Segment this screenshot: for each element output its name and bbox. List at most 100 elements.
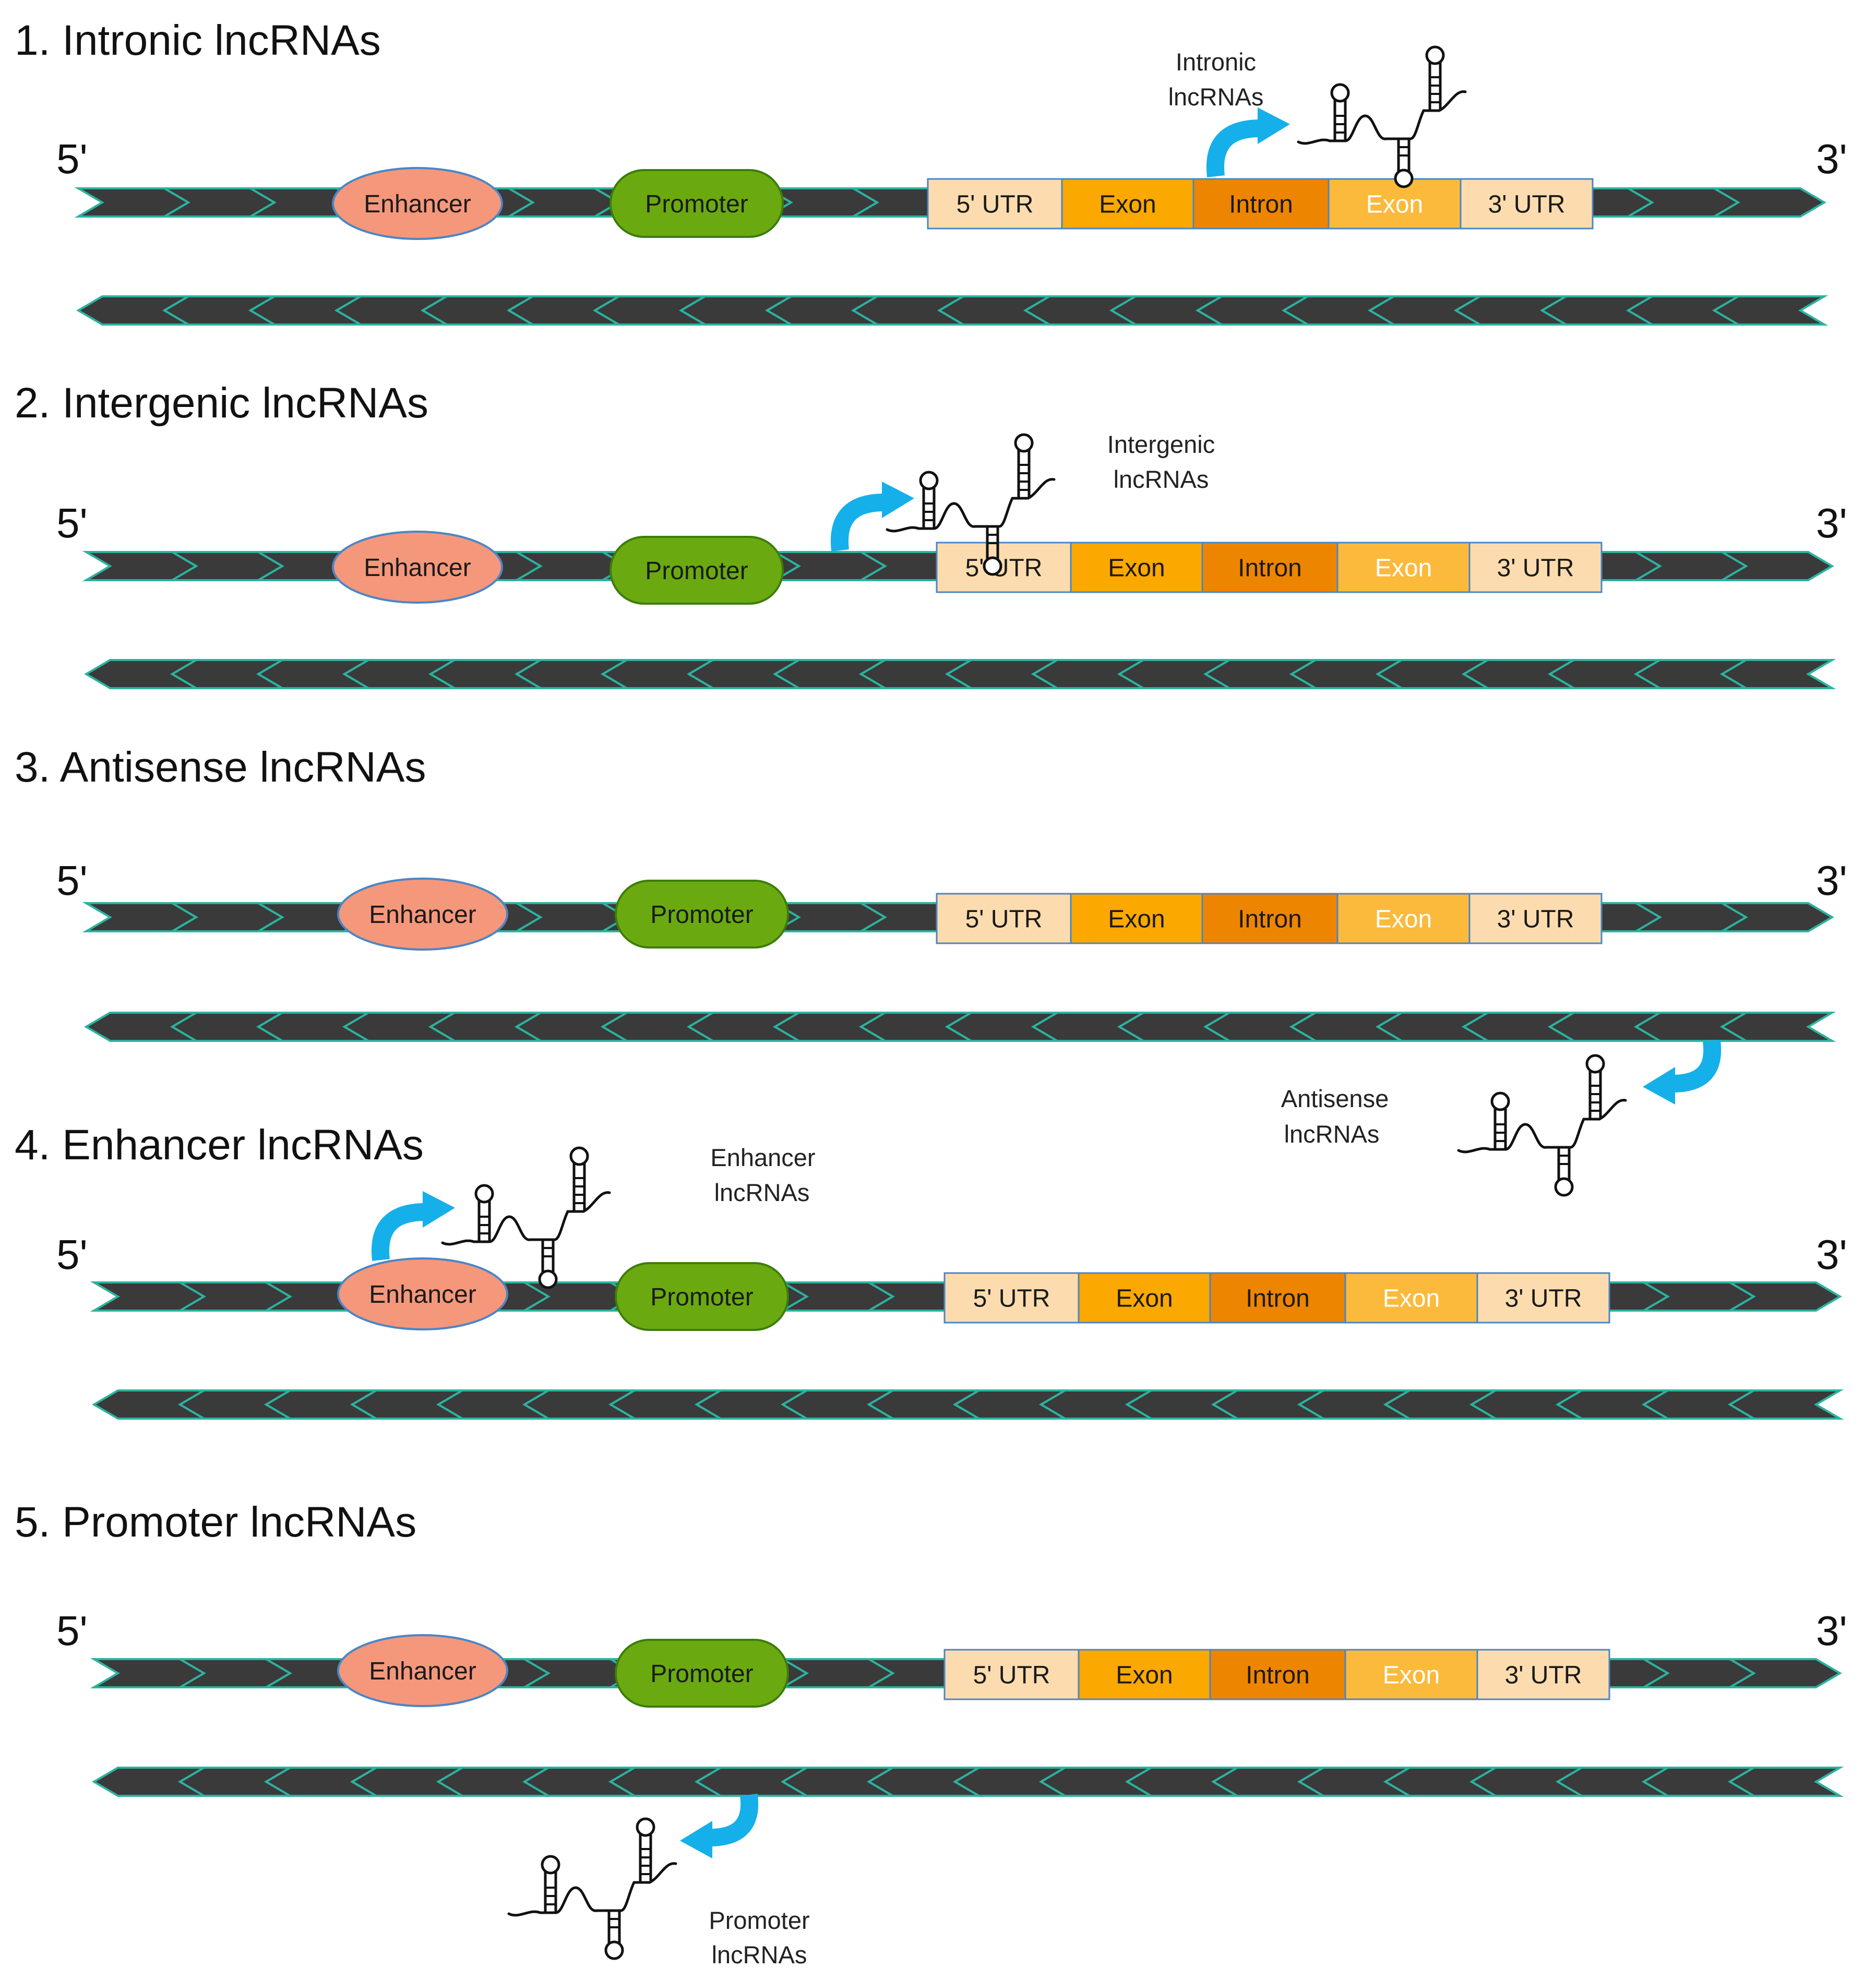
enhancer-shape	[337, 1257, 508, 1330]
lncrna-label-line2: lncRNAs	[714, 1179, 810, 1206]
arrow-shaft	[1672, 1039, 1722, 1093]
utr3-segment	[1476, 1649, 1610, 1700]
enhancer-label: Enhancer	[369, 901, 476, 929]
three-prime-label: 3'	[1816, 500, 1847, 546]
exon2-segment	[1344, 1649, 1478, 1700]
exon2-segment	[1336, 893, 1471, 944]
five-prime-label: 5'	[56, 136, 88, 182]
exon1-segment	[1070, 542, 1203, 593]
utr3-label: 3' UTR	[1497, 555, 1574, 582]
dna-chevron	[1718, 902, 1834, 932]
exon2-label: Exon	[1383, 1662, 1440, 1689]
hairpin-loop	[1490, 1091, 1510, 1111]
promoter-element: Promoter	[610, 536, 784, 605]
promoter-shape	[610, 536, 784, 605]
lncrna-label-line2: lncRNAs	[1114, 465, 1209, 493]
lncrna-hairpin-icon	[1297, 45, 1467, 188]
exon1-segment	[1061, 178, 1194, 230]
exon1-segment	[1078, 1649, 1211, 1700]
exon2-segment	[1344, 1272, 1478, 1324]
dna-chevron	[1728, 1767, 1844, 1797]
enhancer-label: Enhancer	[369, 1281, 476, 1309]
panel-enhancer: 4. Enhancer lncRNAs 5' 3' Enhancer Promo…	[15, 1121, 1847, 1420]
exon2-label: Exon	[1366, 191, 1423, 219]
five-prime-label: 5'	[56, 500, 88, 546]
hairpin-loop	[541, 1855, 560, 1875]
arrow-head	[1643, 1067, 1675, 1105]
arrow-head	[882, 482, 914, 518]
lncrna-hairpin-icon	[507, 1817, 677, 1960]
promoter-label: Promoter	[645, 557, 748, 585]
hairpin-loop	[1554, 1177, 1574, 1197]
panel-promoter: 5. Promoter lncRNAs 5' 3' Enhancer Promo…	[15, 1498, 1847, 1969]
exon1-label: Exon	[1116, 1285, 1173, 1313]
lncrna-hairpin-icon	[886, 433, 1056, 576]
five-prime-label: 5'	[56, 1231, 88, 1278]
hairpin-loop	[604, 1940, 624, 1960]
exon1-label: Exon	[1099, 191, 1156, 219]
panel-intronic: 1. Intronic lncRNAs 5' 3' Enhancer Promo…	[15, 17, 1847, 326]
panel-title: 4. Enhancer lncRNAs	[15, 1121, 424, 1169]
hairpin-loop	[1585, 1054, 1605, 1074]
promoter-shape	[615, 1262, 789, 1331]
hairpin-loop	[919, 471, 939, 490]
transcription-arrow-icon	[830, 482, 914, 551]
hairpin-loop	[474, 1184, 494, 1204]
three-prime-label: 3'	[1816, 857, 1847, 904]
promoter-shape	[615, 880, 789, 949]
dna-chevron	[1720, 1012, 1836, 1042]
intron-label: Intron	[1246, 1662, 1310, 1689]
gene-body: 5' UTR Exon Intron Exon 3' UTR	[936, 893, 1603, 944]
hairpin-loop	[636, 1817, 655, 1837]
gene-body: 5' UTR Exon Intron Exon 3' UTR	[936, 542, 1603, 593]
gene-body: 5' UTR Exon Intron Exon 3' UTR	[943, 1272, 1610, 1324]
lncrna-label-line1: Enhancer	[710, 1144, 815, 1171]
hairpin-loop	[1425, 45, 1445, 65]
antisense-strand	[84, 1012, 1836, 1042]
exon1-segment	[1078, 1272, 1211, 1324]
three-prime-label: 3'	[1816, 1231, 1847, 1278]
intron-label: Intron	[1246, 1285, 1310, 1313]
panel-title: 5. Promoter lncRNAs	[15, 1498, 416, 1546]
promoter-element: Promoter	[610, 169, 784, 238]
panel-title: 1. Intronic lncRNAs	[15, 17, 381, 64]
intron-label: Intron	[1229, 191, 1293, 219]
enhancer-label: Enhancer	[364, 190, 471, 218]
enhancer-element: Enhancer	[337, 1634, 508, 1707]
utr3-label: 3' UTR	[1505, 1662, 1582, 1689]
panel-title: 3. Antisense lncRNAs	[15, 743, 426, 791]
panel-title: 2. Intergenic lncRNAs	[15, 379, 428, 427]
arrow-head	[1258, 107, 1290, 144]
five-prime-label: 5'	[56, 857, 88, 904]
lncrna-label-line1: Promoter	[709, 1906, 809, 1934]
dna-chevron	[1728, 1389, 1844, 1420]
transcription-arrow-icon	[371, 1191, 455, 1261]
arrow-shaft	[709, 1793, 759, 1846]
utr3-segment	[1468, 542, 1603, 593]
dna-chevron	[1712, 295, 1829, 326]
enhancer-element: Enhancer	[332, 531, 503, 604]
promoter-element: Promoter	[615, 880, 789, 949]
gene-body: 5' UTR Exon Intron Exon 3' UTR	[927, 178, 1594, 230]
lncrna-label-line2: lncRNAs	[1168, 83, 1264, 111]
utr3-label: 3' UTR	[1505, 1285, 1582, 1313]
enhancer-label: Enhancer	[364, 554, 471, 582]
utr5-label: 5' UTR	[957, 191, 1034, 219]
dna-chevron	[1718, 551, 1834, 581]
dna-chevron	[1726, 1281, 1842, 1312]
exon2-label: Exon	[1383, 1285, 1440, 1313]
utr5-label: 5' UTR	[973, 1662, 1050, 1689]
lncrna-label-line1: Intergenic	[1107, 430, 1215, 458]
hairpin-loop	[569, 1146, 589, 1166]
panel-antisense: 3. Antisense lncRNAs 5' 3' Enhancer Prom…	[15, 743, 1847, 1197]
promoter-shape	[615, 1639, 789, 1708]
antisense-strand	[84, 659, 1836, 689]
promoter-label: Promoter	[650, 901, 753, 929]
utr3-label: 3' UTR	[1488, 191, 1566, 219]
intron-label: Intron	[1238, 906, 1302, 933]
arrow-head	[423, 1191, 455, 1228]
arrow-shaft	[371, 1203, 426, 1261]
enhancer-label: Enhancer	[369, 1658, 476, 1685]
dna-chevron	[1720, 659, 1836, 689]
